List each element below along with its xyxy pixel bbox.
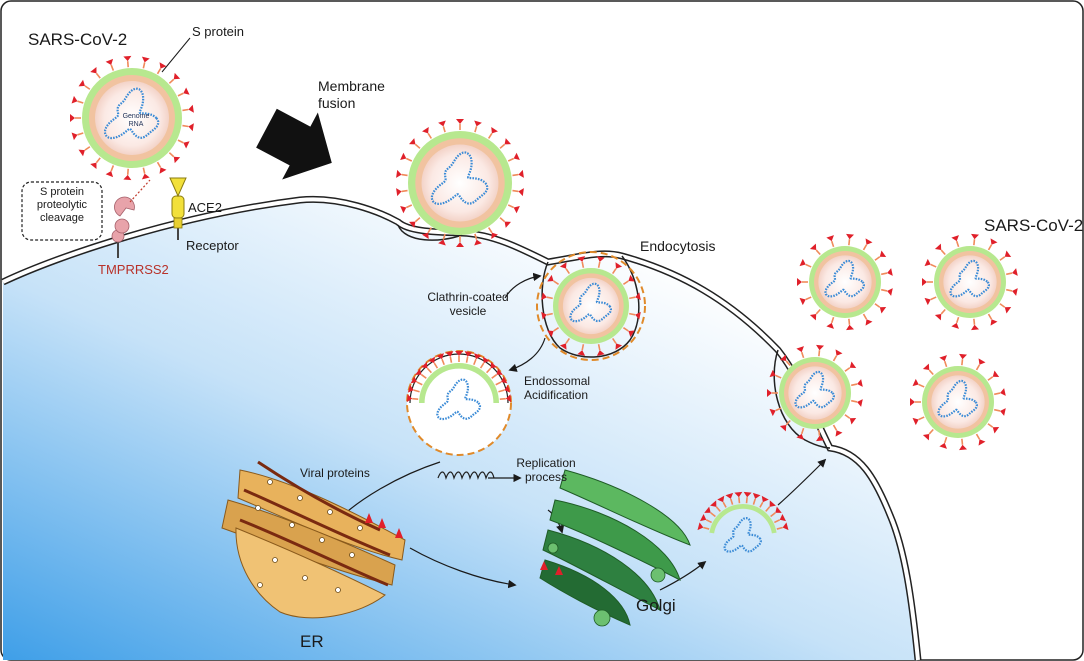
s-protein-pointer (161, 37, 191, 73)
cleavage-box (21, 181, 103, 241)
clathrin-line2: vesicle (449, 304, 487, 319)
replication-line1: Replication (516, 456, 576, 470)
replication-label: Replication process (506, 456, 586, 485)
ace2-label: ACE2 (188, 200, 222, 215)
virus-label-right: SARS-CoV-2 (984, 216, 1084, 235)
cleavage-arrow (129, 179, 151, 203)
virus-particle (922, 233, 1018, 331)
virus-particle (697, 491, 789, 553)
tmprss2-label: TMPRRSS2 (98, 262, 169, 277)
virus-particle (767, 344, 863, 442)
clathrin-label: Clathrin-coated vesicle (412, 290, 524, 319)
er-label: ER (300, 632, 324, 651)
membrane-fusion-label: Membrane fusion (318, 78, 385, 112)
cleavage-line3: cleavage (39, 212, 85, 225)
genome-rna-label: Genome RNA (112, 113, 160, 130)
viral-proteins-label: Viral proteins (300, 466, 370, 480)
endosomal-label: Endossomal Acidification (524, 374, 590, 403)
clathrin-line1: Clathrin-coated (427, 290, 509, 304)
cleavage-line2: proteolytic (36, 199, 88, 212)
genome-rna-line2: RNA (128, 121, 144, 129)
endosomal-line2: Acidification (524, 388, 589, 403)
virus-particle (541, 256, 641, 356)
genome-rna-line1: Genome (122, 113, 150, 120)
virus-particle (406, 351, 512, 421)
virus-label-top: SARS-CoV-2 (28, 30, 128, 49)
ace2-receptor (169, 177, 187, 240)
virus-particle (70, 55, 194, 181)
cleavage-label: S protein proteolytic cleavage (22, 186, 102, 226)
virus-particle (910, 353, 1006, 451)
golgi-label: Golgi (636, 596, 676, 615)
endoplasmic-reticulum (221, 460, 406, 619)
released-rna-coil (437, 471, 495, 481)
membrane-fusion-fold (397, 224, 463, 241)
cleavage-line1: S protein (39, 186, 85, 198)
endosomal-line1: Endossomal (524, 374, 591, 388)
membrane-fusion-line1: Membrane (318, 78, 385, 94)
membrane-fusion-arrow (256, 108, 332, 180)
endocytosis-label: Endocytosis (640, 238, 716, 254)
membrane-fusion-line2: fusion (318, 94, 356, 111)
golgi-apparatus (539, 469, 691, 627)
virus-particle (396, 119, 524, 247)
s-protein-label: S protein (192, 24, 245, 39)
virus-particle (797, 233, 893, 331)
receptor-label: Receptor (186, 238, 239, 253)
tmprss2-protease (111, 196, 135, 258)
replication-line2: process (524, 470, 568, 485)
virus-particles (70, 55, 1018, 553)
